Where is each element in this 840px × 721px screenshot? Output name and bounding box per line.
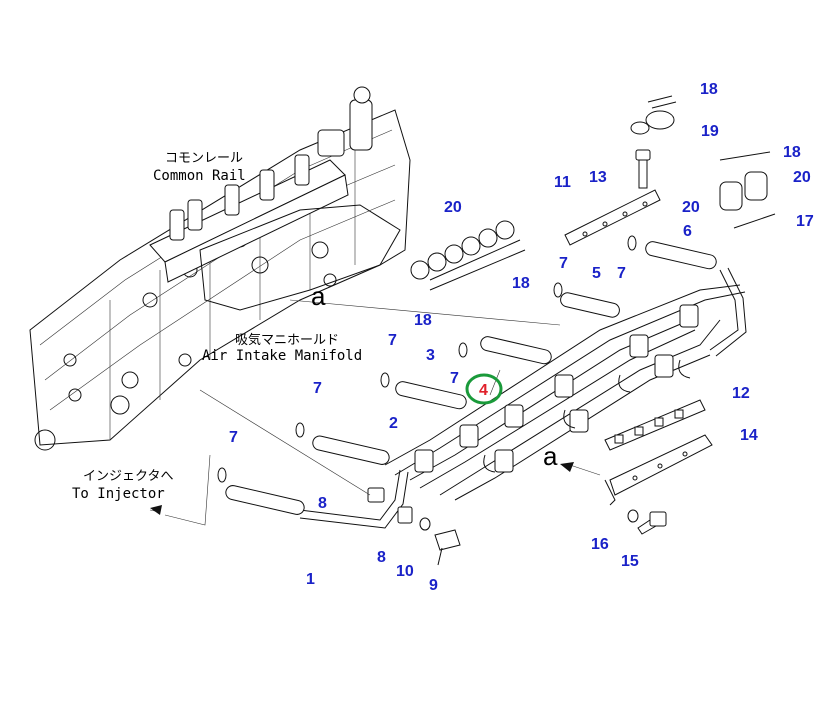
callout-10: 10 (396, 563, 414, 580)
callout-20b: 20 (793, 169, 811, 186)
callout-18c: 18 (512, 275, 530, 292)
sleeves (225, 241, 717, 515)
bracket-12 (604, 399, 706, 451)
o-rings (217, 235, 637, 483)
callout-3: 3 (426, 347, 435, 364)
callout-7b: 7 (313, 380, 322, 397)
injection-pipes (299, 267, 747, 529)
callout-1: 1 (306, 571, 315, 588)
callout-18d: 18 (414, 312, 432, 329)
callout-7a: 7 (229, 429, 238, 446)
air-intake-label-jp: 吸気マニホールド (235, 332, 339, 348)
ref-a-bracket: a (543, 441, 558, 471)
injector-label-jp: インジェクタへ (83, 469, 173, 484)
fittings-20-left (410, 220, 526, 291)
small-hardware (367, 487, 461, 566)
callout-15: 15 (621, 553, 639, 570)
callout-6: 6 (683, 223, 692, 240)
callout-19: 19 (701, 123, 719, 140)
callout-20c: 20 (682, 199, 700, 216)
callout-18a: 18 (700, 81, 718, 98)
injector-label-en: To Injector (72, 486, 165, 502)
arrow-a (560, 462, 574, 472)
callout-17: 17 (796, 213, 814, 230)
bracket-14 (604, 434, 713, 506)
bracket-11 (564, 189, 661, 246)
callout-9: 9 (429, 577, 438, 594)
callout-11: 11 (554, 174, 571, 191)
callout-7d: 7 (450, 370, 459, 387)
callout-8b: 8 (377, 549, 386, 566)
cap-19 (630, 95, 677, 135)
callout-7e: 7 (559, 255, 568, 272)
callout-14: 14 (740, 427, 758, 444)
callout-7f: 7 (617, 265, 626, 282)
callout-8a: 8 (318, 495, 327, 512)
leader-lines (149, 299, 601, 526)
callout-5: 5 (592, 265, 601, 282)
fittings-20-right (719, 151, 776, 229)
air-intake-label-en: Air Intake Manifold (202, 348, 362, 364)
engine-block (29, 86, 411, 451)
callout-13: 13 (589, 169, 607, 186)
callout-4: 4 (479, 382, 488, 399)
arrow-to-injector (150, 505, 162, 515)
common-rail-label-en: Common Rail (153, 168, 246, 184)
common-rail-label-jp: コモンレール (165, 151, 243, 166)
callout-12: 12 (732, 385, 750, 402)
highlight-ring (465, 373, 503, 405)
callout-18b: 18 (783, 144, 801, 161)
bolt-15 (627, 509, 667, 535)
callout-7c: 7 (388, 332, 397, 349)
callout-20a: 20 (444, 199, 462, 216)
callout-2: 2 (389, 415, 398, 432)
bolt-13 (635, 149, 651, 189)
callout-16: 16 (591, 536, 609, 553)
ref-a-engine: a (311, 281, 326, 311)
